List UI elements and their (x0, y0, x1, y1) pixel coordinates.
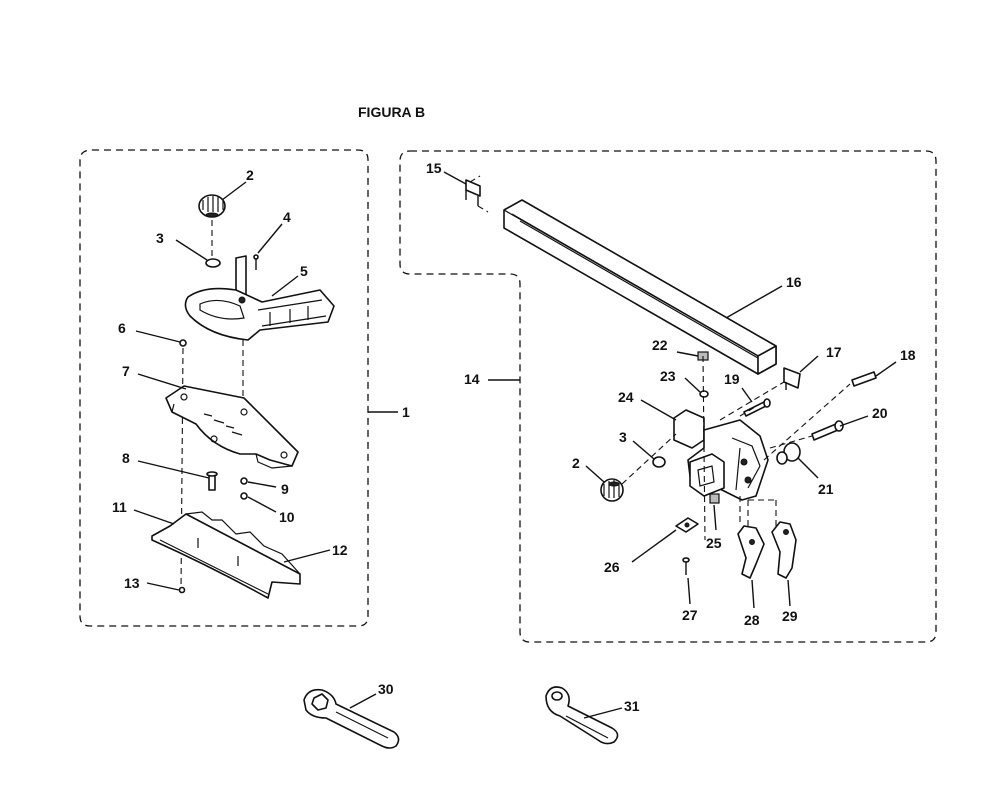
lever-part-29 (771, 521, 797, 579)
callout-31: 31 (624, 698, 640, 714)
callout-26: 26 (604, 559, 620, 575)
screw-part-9 (240, 477, 248, 485)
right-leader-lines (443, 171, 897, 609)
callout-9: 9 (281, 481, 289, 497)
bolt-part-8 (206, 471, 218, 491)
pin-part-4 (253, 254, 259, 270)
callout-10: 10 (279, 509, 295, 525)
callout-21: 21 (818, 481, 834, 497)
bolt-part-20 (811, 420, 844, 441)
bushing-part-21 (776, 442, 801, 465)
callout-4: 4 (283, 209, 291, 225)
callout-29: 29 (782, 608, 798, 624)
left-leader-lines (133, 181, 398, 591)
callout-labels: 1 2 3 4 5 6 7 8 9 10 11 12 13 14 15 16 1… (112, 160, 916, 714)
callout-25: 25 (706, 535, 722, 551)
callout-3-right: 3 (619, 429, 627, 445)
callout-28: 28 (744, 612, 760, 628)
callout-24: 24 (618, 389, 634, 405)
figure-title: FIGURA B (358, 104, 426, 120)
callout-18: 18 (900, 347, 916, 363)
callout-6: 6 (118, 320, 126, 336)
screw-part-6 (179, 339, 187, 347)
callout-8: 8 (122, 450, 130, 466)
knob-part-2-right (600, 478, 624, 502)
screw-part-10 (240, 492, 248, 500)
washer-part-23 (699, 390, 709, 398)
miter-head-part-5 (184, 255, 335, 341)
leader-line-30 (349, 693, 377, 709)
callout-14: 14 (464, 371, 480, 387)
callout-5: 5 (300, 263, 308, 279)
callout-17: 17 (826, 344, 842, 360)
callout-23: 23 (660, 368, 676, 384)
left-assembly-frame (79, 149, 369, 627)
callout-13: 13 (124, 575, 140, 591)
screw-part-13 (178, 586, 186, 594)
washer-part-3-right (652, 456, 666, 468)
callout-11: 11 (112, 499, 127, 515)
screw-part-27 (682, 557, 690, 575)
fence-rail-part-16 (503, 199, 777, 375)
callout-30: 30 (378, 681, 394, 697)
clip-part-15 (465, 179, 481, 206)
wrench-part-31 (545, 686, 619, 745)
leader-line-31 (583, 707, 623, 719)
callout-22: 22 (652, 337, 668, 353)
callout-20: 20 (872, 405, 888, 421)
callout-16: 16 (786, 274, 802, 290)
washer-part-3-left (205, 258, 221, 268)
nut-part-25 (709, 493, 720, 504)
callout-2-right: 2 (572, 455, 580, 471)
bolt-part-19 (743, 398, 771, 417)
fence-lock-body-part-24 (673, 409, 769, 501)
right-guide-lines (469, 175, 851, 541)
knob-part-2-left (198, 194, 226, 218)
rod-part-18 (851, 371, 877, 387)
plate-part-7 (165, 385, 299, 469)
callout-1: 1 (402, 404, 410, 420)
clip-part-17 (783, 367, 801, 390)
cam-part-28 (737, 525, 765, 579)
miter-bar-part-12 (151, 511, 301, 599)
callout-19: 19 (724, 371, 740, 387)
right-assembly-frame (399, 150, 937, 643)
wrench-part-30 (303, 688, 400, 749)
callout-2-left: 2 (246, 167, 254, 183)
callout-15: 15 (426, 160, 442, 176)
callout-7: 7 (122, 363, 130, 379)
plate-part-26 (675, 517, 699, 533)
callout-27: 27 (682, 607, 698, 623)
callout-12: 12 (332, 542, 348, 558)
callout-3-left: 3 (156, 230, 164, 246)
